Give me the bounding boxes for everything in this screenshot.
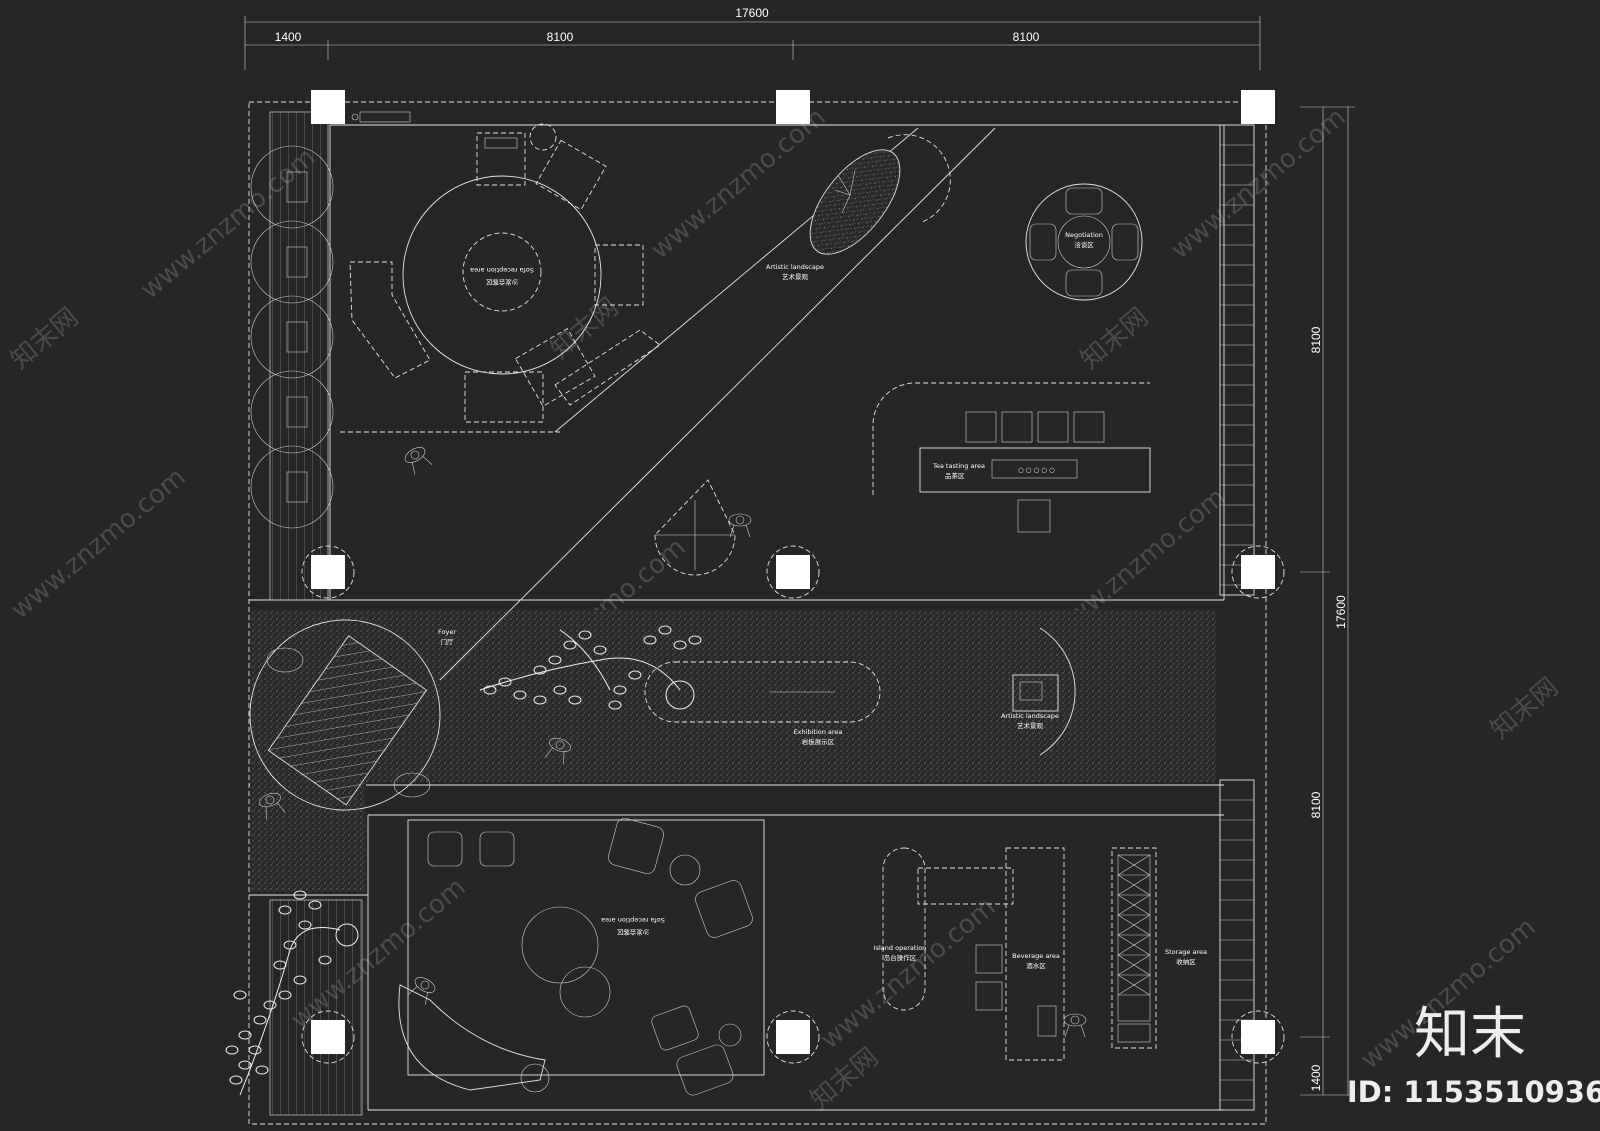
artistic-landscape-mid: Artistic landscape 艺术景观 [1001, 627, 1076, 756]
label-sofa-reception-bottom-zh: 沙发会客区 [616, 928, 649, 937]
sofa-reception-bottom: Sofa reception area 沙发会客区 [398, 818, 765, 1096]
brand-id: ID: 1153510936 [1347, 1075, 1600, 1109]
label-tea-tasting-en: Tea tasting area [932, 462, 985, 470]
watermark-text: www.znzmo.com [815, 892, 1001, 1055]
column [776, 90, 810, 124]
top-dimension-lines: 17600 1400 8100 8100 [244, 6, 1261, 70]
label-foyer-en: Foyer [438, 628, 456, 636]
dimension-total-right: 17600 [1334, 595, 1348, 629]
foyer: Foyer 门厅 [249, 619, 456, 811]
label-beverage-en: Beverage area [1012, 952, 1060, 960]
tree-decor [479, 625, 702, 710]
column [1241, 90, 1275, 124]
label-negotiation-zh: 洽谈区 [1074, 240, 1094, 249]
watermark-text: www.znzmo.com [1165, 102, 1351, 265]
watermark-text: 知末网 [5, 302, 84, 375]
plan-boundary [248, 101, 1267, 1125]
label-island-operation-zh: 岛台操作区 [884, 953, 917, 962]
label-storage-en: Storage area [1165, 948, 1207, 956]
artistic-landscape-top: Artistic landscape 艺术景观 [766, 134, 951, 281]
label-storage-zh: 收纳区 [1176, 957, 1196, 966]
brand-block: 知末 ID: 1153510936 [1347, 1002, 1600, 1109]
column [1241, 555, 1275, 589]
dimension-seg-top: 8100 [547, 30, 574, 44]
label-island-operation-en: Island operation [874, 944, 927, 952]
label-foyer-zh: 门厅 [441, 637, 455, 646]
label-beverage-zh: 酒水区 [1026, 961, 1046, 970]
people-figures [259, 447, 1087, 1038]
right-storage-strip [1219, 124, 1255, 1111]
column [311, 555, 345, 589]
column [776, 555, 810, 589]
label-artistic-landscape-top-en: Artistic landscape [766, 263, 824, 271]
label-exhibition-zh: 岩板展示区 [802, 737, 835, 746]
side-table [654, 479, 736, 576]
entry-tree [225, 890, 359, 1096]
exhibition-area: Exhibition area 岩板展示区 [479, 625, 881, 746]
label-exhibition-en: Exhibition area [794, 728, 843, 736]
dimension-seg-right: 1400 [1309, 1064, 1323, 1091]
sofa-reception-top: Sofa reception area 沙发会客区 [349, 111, 661, 423]
label-artistic-landscape-mid-zh: 艺术景观 [1017, 721, 1044, 730]
dimension-seg-top: 1400 [275, 30, 302, 44]
dimension-seg-top: 8100 [1013, 30, 1040, 44]
watermark-text: www.znzmo.com [645, 102, 831, 265]
column [311, 90, 345, 124]
dimension-seg-right: 8100 [1309, 326, 1323, 353]
negotiation-area: Negotiation 洽谈区 [1025, 183, 1143, 301]
right-dimension-lines: 8100 8100 1400 17600 [1300, 106, 1355, 1096]
kitchen-zone: Island operation 岛台操作区 Beverage area 酒水区… [874, 847, 1207, 1061]
dots: ○ ○ ○ ○ ○ [1018, 466, 1055, 474]
watermark-text: 知末网 [1075, 302, 1154, 375]
dimension-seg-right: 8100 [1309, 791, 1323, 818]
label-artistic-landscape-mid-en: Artistic landscape [1001, 712, 1059, 720]
label-sofa-reception-bottom-en: Sofa reception area [601, 916, 665, 924]
label-sofa-reception-top-zh: 沙发会客区 [485, 278, 518, 287]
left-plank-strip [250, 111, 363, 1116]
column [1241, 1020, 1275, 1054]
brand-logo: 知末 [1414, 1002, 1526, 1067]
label-tea-tasting-zh: 品茶区 [945, 471, 965, 480]
column [311, 1020, 345, 1054]
tea-tasting-area: ○ ○ ○ ○ ○ Tea tasting area 品茶区 [872, 382, 1151, 533]
column [776, 1020, 810, 1054]
diagonal-partition [340, 127, 996, 681]
watermark-text: 知末网 [1485, 672, 1564, 745]
dimension-total-top: 17600 [735, 6, 769, 20]
watermark-text: www.znzmo.com [5, 462, 191, 625]
watermark-text: 知末网 [805, 1042, 884, 1115]
label-artistic-landscape-top-zh: 艺术景观 [782, 272, 809, 281]
structural-columns [301, 90, 1285, 1064]
label-negotiation-en: Negotiation [1065, 231, 1103, 239]
label-sofa-reception-top-en: Sofa reception area [470, 266, 534, 274]
watermark-layer: www.znzmo.com 知末网 www.znzmo.com 知末网 www.… [5, 102, 1564, 1115]
